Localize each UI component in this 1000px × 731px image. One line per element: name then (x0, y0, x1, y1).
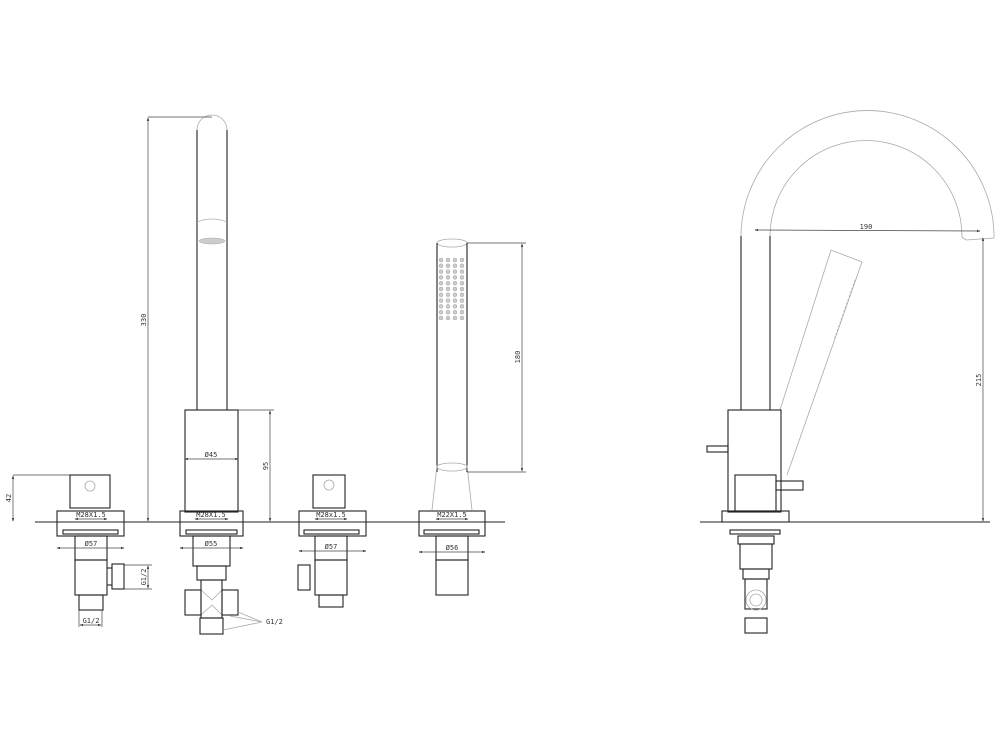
dim-label: M22X1.5 (437, 511, 467, 519)
nozzle-dot (438, 257, 444, 263)
dim-label: Ø56 (446, 544, 459, 552)
nozzle-dot (459, 286, 465, 292)
nozzle-dot (459, 275, 465, 280)
nozzle-dot (445, 275, 451, 280)
nozzle-dot (445, 286, 451, 292)
spray-nozzles-icon (438, 257, 465, 321)
nozzle-dot (445, 304, 451, 309)
nozzle-dot (452, 269, 458, 274)
nozzle-dot (438, 310, 444, 315)
shower-riser: 330 Ø45 95 M28X1.5 Ø55 G1/2 (140, 114, 283, 635)
nozzle-dot (438, 304, 444, 309)
nozzle-dot (445, 298, 451, 303)
nozzle-dot (445, 263, 451, 268)
nozzle-dot (452, 281, 458, 286)
dim-label: 180 (514, 351, 522, 364)
nozzle-dot (445, 269, 451, 274)
dim-label: 95 (262, 462, 270, 470)
nozzle-dot (452, 304, 458, 309)
nozzle-dot (452, 263, 458, 268)
side-view: 190 215 (706, 110, 995, 634)
nozzle-dot (459, 298, 465, 303)
dim-label: G1/2 (140, 569, 148, 586)
dim-label: 190 (860, 223, 873, 231)
nozzle-dot (452, 310, 458, 315)
dim-label: G1/2 (266, 618, 283, 626)
indicator-icon (323, 479, 335, 491)
nozzle-dot (438, 292, 444, 297)
nozzle-dot (438, 281, 444, 286)
nozzle-dot (459, 292, 465, 297)
dim-label: 330 (140, 314, 148, 327)
nozzle-dot (452, 292, 458, 297)
dim-label: M28X1.5 (76, 511, 106, 519)
dim-label: 215 (975, 374, 983, 387)
nozzle-dot (438, 286, 444, 292)
nozzle-dot (459, 315, 465, 321)
left-valve: 42 M28X1.5 Ø57 G1/2 G1/2 (5, 474, 152, 627)
nozzle-dot (438, 275, 444, 280)
nozzle-dot (452, 315, 458, 321)
nozzle-dot (459, 257, 465, 263)
nozzle-dot (459, 281, 465, 286)
nozzle-dot (459, 263, 465, 268)
nozzle-dot (452, 286, 458, 292)
nozzle-dot (445, 257, 451, 263)
nozzle-dot (459, 269, 465, 274)
nozzle-dot (438, 269, 444, 274)
nozzle-dot (445, 310, 451, 315)
nozzle-dot (452, 298, 458, 303)
right-valve: M28x1.5 Ø57 (297, 474, 367, 608)
nozzle-dot (459, 310, 465, 315)
nozzle-dot (438, 298, 444, 303)
hand-shower: 180 M22X1.5 Ø56 (418, 238, 526, 596)
spray-nozzles-icon (198, 237, 226, 245)
nozzle-dot (445, 315, 451, 321)
outlet-port-icon (745, 589, 767, 611)
nozzle-dot (445, 281, 451, 286)
dim-label: G1/2 (83, 617, 100, 625)
indicator-icon (84, 480, 96, 492)
dim-label: M28X1.5 (196, 511, 226, 519)
dim-label: Ø55 (205, 540, 218, 548)
dim-label: Ø57 (85, 540, 98, 548)
dim-label: Ø57 (325, 543, 338, 551)
nozzle-dot (445, 292, 451, 297)
nozzle-dot (452, 275, 458, 280)
dim-label: 42 (5, 494, 13, 502)
dim-label: M28x1.5 (316, 511, 346, 519)
nozzle-dot (452, 257, 458, 263)
nozzle-dot (438, 263, 444, 268)
nozzle-dot (438, 315, 444, 321)
nozzle-dot (459, 304, 465, 309)
dim-label: Ø45 (205, 451, 218, 459)
